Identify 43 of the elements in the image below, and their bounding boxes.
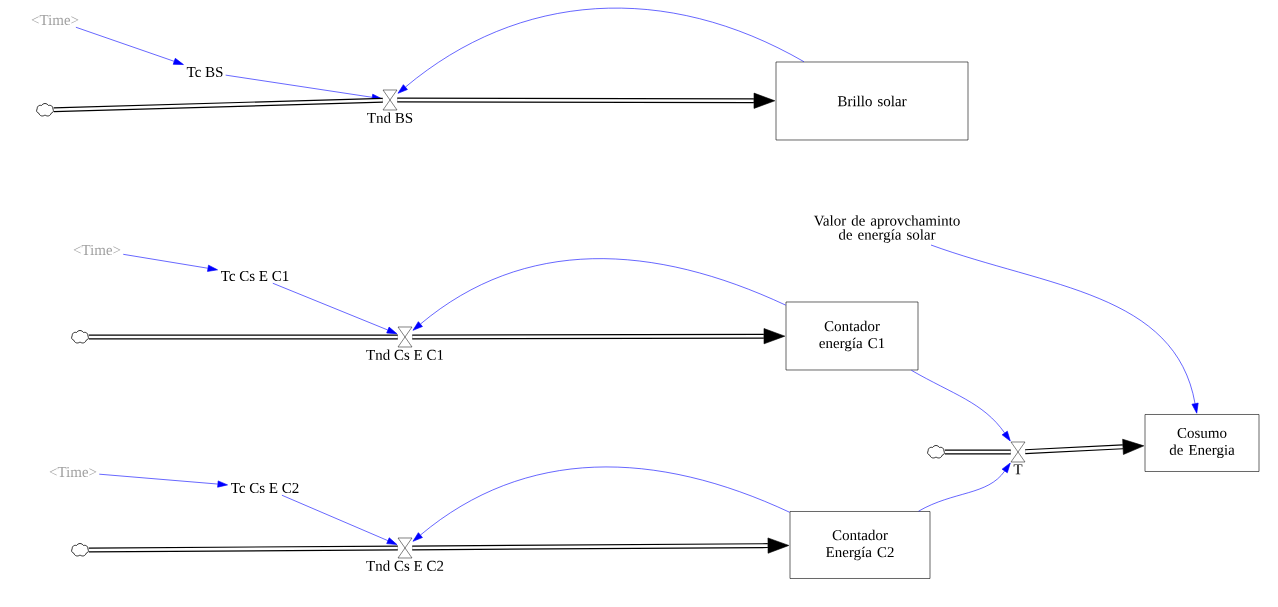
cloud-symbol xyxy=(71,330,89,344)
cloud-symbol xyxy=(71,543,89,557)
flow-valve: Tnd BS xyxy=(367,89,413,123)
influence-arrow xyxy=(911,370,1011,442)
node-label: T xyxy=(1013,464,1023,475)
influence-arrow xyxy=(412,258,786,331)
flow-pipe xyxy=(412,328,786,345)
flow-valve: Tnd Cs E C1 xyxy=(366,326,444,360)
influence-arrow xyxy=(918,462,1011,512)
influence-arrow xyxy=(98,473,228,488)
flow-pipe xyxy=(412,537,790,554)
variable-label: Tc BS xyxy=(186,66,223,78)
node-label: Tnd Cs E C2 xyxy=(366,560,444,571)
flow-pipe xyxy=(88,334,398,340)
flow-pipe xyxy=(397,92,776,109)
stock-box: Brillo solar xyxy=(775,61,969,141)
flow-pipe xyxy=(1025,438,1145,455)
stock-box: Contador energía C1 xyxy=(785,301,919,371)
stock-box: Cosumo de Energia xyxy=(1144,414,1260,472)
influence-arrow xyxy=(75,26,184,65)
flow-pipe xyxy=(944,449,1011,455)
cloud-symbol xyxy=(927,445,945,459)
variable-label: <Time> xyxy=(49,466,97,478)
flow-pipe xyxy=(53,97,383,113)
influence-arrow xyxy=(225,74,383,101)
influence-arrow xyxy=(272,282,398,334)
influence-arrow xyxy=(930,244,1199,414)
variable-label: <Time> xyxy=(73,244,121,256)
variable-label: Valor de aprovchaminto de energía solar xyxy=(813,215,960,243)
flow-pipe xyxy=(88,545,398,553)
influence-arrow xyxy=(122,254,218,272)
node-label: Tnd Cs E C1 xyxy=(366,349,444,360)
node-label: Tnd BS xyxy=(367,112,413,123)
stock-box: Contador Energía C2 xyxy=(789,511,931,579)
influence-arrow xyxy=(397,8,805,94)
cloud-symbol xyxy=(36,103,54,117)
flow-valve: Tnd Cs E C2 xyxy=(366,537,444,571)
variable-label: Tc Cs E C1 xyxy=(221,270,289,282)
variable-label: Tc Cs E C2 xyxy=(231,482,299,494)
flow-valve: T xyxy=(1010,441,1026,475)
variable-label: <Time> xyxy=(31,14,79,26)
influence-arrow xyxy=(281,494,398,545)
influence-arrow xyxy=(412,466,790,542)
